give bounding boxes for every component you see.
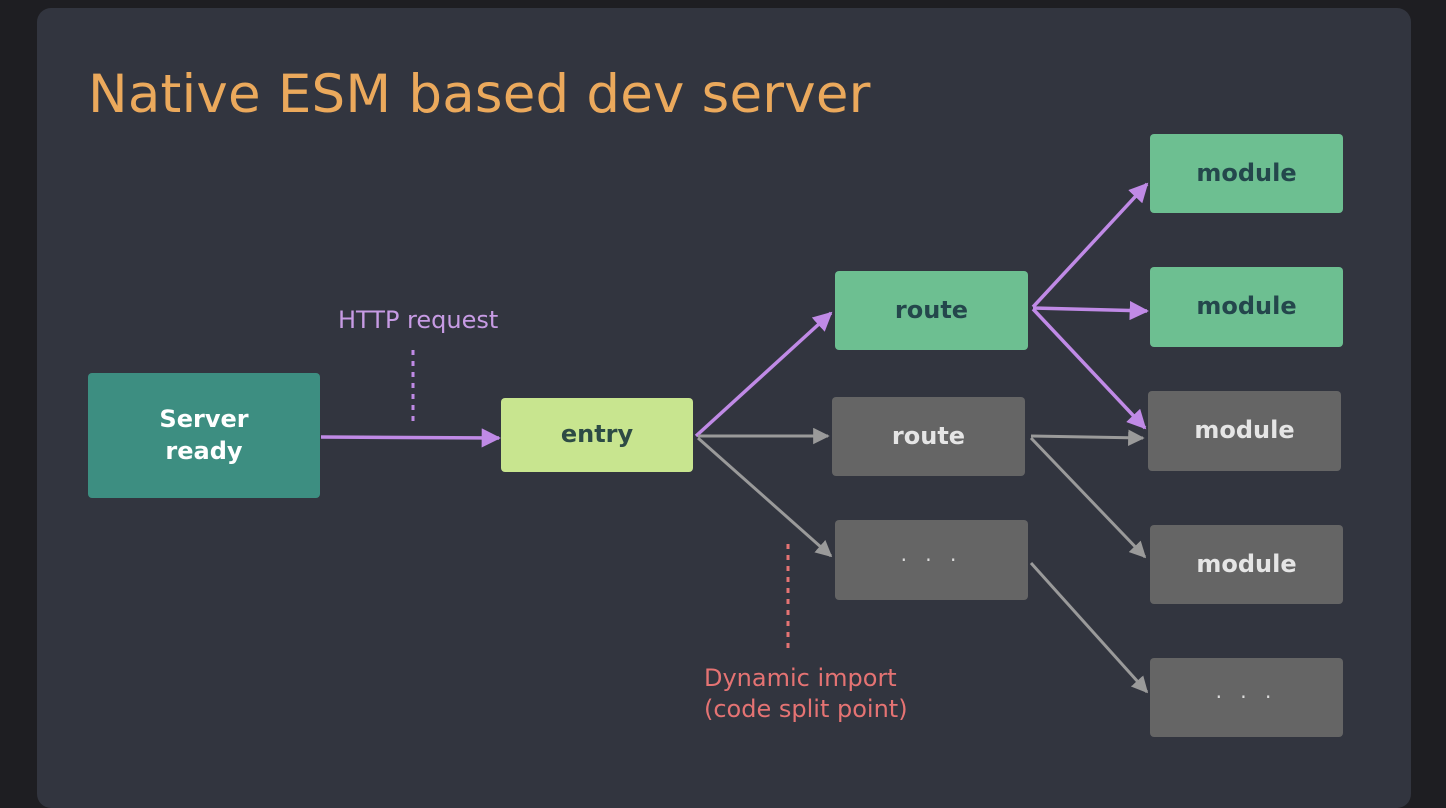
module-node-1: module (1150, 134, 1343, 213)
edge-route-to-module-1 (1031, 182, 1149, 309)
route-active-label: route (894, 295, 969, 324)
dynamic-import-line-2: (code split point) (704, 695, 908, 724)
server-ready-node: Server ready (88, 373, 320, 498)
edge-route-idle-to-module-3 (1030, 429, 1145, 446)
module-more-node: · · · (1150, 658, 1343, 737)
server-ready-label: Server ready (159, 404, 249, 465)
route-more-node: · · · (835, 520, 1028, 600)
module-more-label: · · · (1215, 685, 1278, 710)
module-node-3: module (1148, 391, 1341, 471)
route-active-node: route (835, 271, 1028, 350)
entry-node: entry (501, 398, 693, 472)
edge-route-to-module-2 (1032, 300, 1149, 321)
edge-server-to-entry (320, 428, 501, 448)
edge-entry-to-route-more (697, 436, 833, 558)
edge-route-idle-to-module-4 (1029, 436, 1147, 559)
module-2-label: module (1196, 292, 1297, 321)
edge-route-more-to-module-more (1029, 561, 1149, 694)
dynamic-import-line-1: Dynamic import (704, 664, 897, 692)
module-3-label: module (1194, 416, 1295, 445)
module-4-label: module (1196, 549, 1297, 578)
diagram-title: Native ESM based dev server (88, 64, 871, 125)
route-idle-label: route (891, 421, 966, 450)
module-node-2: module (1150, 267, 1343, 347)
edge-entry-to-route-active (694, 311, 833, 438)
dynamic-import-label: Dynamic import (code split point) (704, 663, 908, 725)
route-more-label: · · · (900, 547, 963, 572)
module-node-4: module (1150, 525, 1343, 604)
http-request-label: HTTP request (338, 306, 499, 334)
entry-label: entry (560, 420, 634, 449)
module-1-label: module (1196, 158, 1297, 187)
edge-route-to-module-3 (1031, 307, 1147, 430)
route-idle-node: route (832, 397, 1025, 476)
